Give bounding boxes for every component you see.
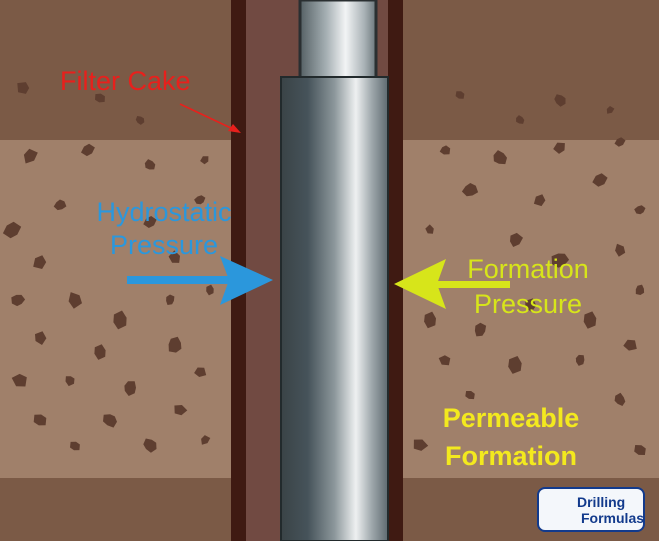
permeable-label-line1: Permeable — [442, 403, 580, 433]
rock-grain — [455, 91, 465, 99]
permeable-label-line2: Formation — [445, 441, 577, 471]
hydrostatic-label-line1: Hydrostatic — [96, 197, 232, 227]
logo-text: Drilling Formulas — [577, 494, 644, 526]
rock-grain — [606, 106, 615, 114]
rock-grain — [461, 183, 479, 197]
rock-grain — [168, 250, 180, 263]
rock-grain — [554, 94, 566, 107]
rock-grain — [510, 232, 523, 247]
filter-cake-arrow-shaft — [179, 103, 234, 130]
rock-grain — [200, 156, 209, 165]
drill-collar — [280, 76, 389, 541]
rock-grain — [144, 159, 156, 170]
rock-grain — [508, 356, 522, 374]
rock-grain — [424, 311, 436, 329]
hydrostatic-pressure-label: Hydrostatic Pressure — [84, 196, 244, 262]
rock-grain — [551, 253, 570, 268]
rock-grain — [623, 339, 637, 351]
filter-cake-right — [388, 0, 403, 541]
rock-grain — [634, 205, 646, 215]
rock-grain — [124, 381, 136, 396]
rock-grain — [143, 438, 157, 453]
rock-grain — [206, 284, 214, 296]
filter-cake-label: Filter Cake — [60, 66, 191, 96]
hydrostatic-arrow-shaft — [127, 276, 229, 284]
rock-grain — [553, 142, 565, 154]
rock-grain — [2, 221, 22, 239]
rock-grain — [103, 414, 117, 428]
formation-arrow-head — [394, 259, 446, 309]
rock-grain — [201, 435, 211, 445]
rock-grain — [439, 145, 451, 155]
rock-grain — [413, 439, 429, 451]
rock-grain — [35, 331, 47, 345]
rock-grain — [94, 344, 106, 360]
rock-grain — [194, 367, 207, 377]
drilling-formulas-logo[interactable]: Drilling Formulas — [537, 487, 645, 532]
rock-grain — [17, 82, 30, 94]
rock-grain — [113, 310, 127, 330]
rock-grain — [174, 405, 188, 416]
rock-grain — [33, 414, 47, 426]
rock-grain — [425, 224, 434, 234]
rock-grain — [53, 199, 67, 211]
rock-grain — [635, 284, 645, 295]
logo-line2: Formulas — [581, 510, 645, 526]
rock-grain — [615, 243, 626, 257]
rock-grain — [634, 445, 646, 455]
rock-grain — [533, 194, 546, 207]
rock-grain — [194, 195, 206, 205]
rock-grain — [68, 292, 82, 309]
rock-grain — [474, 322, 487, 337]
rock-grain — [525, 298, 537, 312]
rock-grain — [143, 216, 157, 228]
rock-grain — [11, 373, 27, 387]
formation-pressure-label: Formation Pressure — [446, 252, 610, 322]
rock-grain — [168, 336, 182, 353]
rock-grain — [516, 115, 525, 124]
rock-grain — [135, 116, 145, 125]
rock-grain — [583, 311, 597, 329]
rock-grain — [11, 294, 26, 307]
rock-grain — [70, 441, 80, 451]
formation-label-line2: Pressure — [473, 289, 583, 319]
rock-grain — [95, 93, 105, 103]
rock-grain — [592, 173, 608, 187]
upper-drill-pipe — [298, 0, 378, 80]
rock-grain — [465, 391, 475, 400]
rock-grain — [23, 148, 38, 164]
logo-line1: Drilling — [577, 494, 626, 510]
formation-grains — [2, 82, 646, 455]
rock-grain — [438, 355, 451, 366]
formation-label-line1: Formation — [467, 254, 589, 284]
rock-grain — [614, 392, 626, 406]
rock-grain — [33, 255, 47, 269]
hydrostatic-arrow-head — [220, 256, 273, 305]
rock-grain — [166, 294, 175, 305]
rock-grain — [493, 150, 507, 165]
permeable-formation-label: Permeable Formation — [405, 399, 617, 475]
filter-cake-arrow-head — [228, 124, 241, 133]
rock-grain — [614, 137, 626, 147]
rock-grain — [65, 376, 75, 387]
hydrostatic-label-line2: Pressure — [109, 230, 219, 260]
rock-grain — [575, 354, 585, 366]
formation-arrow-shaft — [436, 281, 510, 288]
rock-grain — [81, 143, 95, 157]
